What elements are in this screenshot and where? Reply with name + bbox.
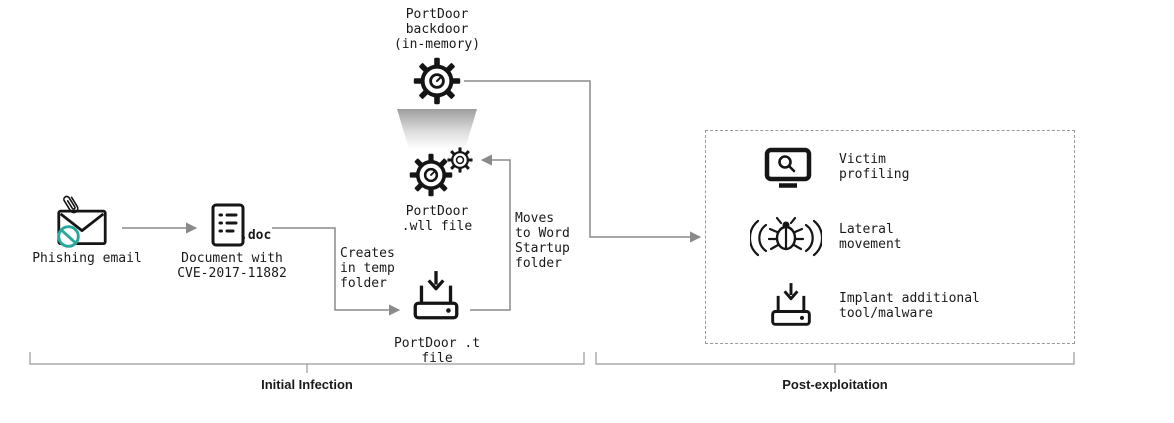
arrow-tfile-to-wll (470, 154, 511, 311)
blocked-icon (56, 224, 81, 249)
post-exploitation-brace (595, 352, 1075, 365)
creates-in-temp-folder-label: Creates in temp folder (340, 246, 395, 291)
arrow-document-to-tfile (272, 227, 401, 316)
initial-infection-stage-label: Initial Infection (261, 377, 353, 392)
phishing-email-label: Phishing email (32, 251, 142, 266)
memory-funnel-gradient (397, 109, 477, 149)
wll-gear-large-icon (409, 153, 453, 197)
initial-infection-brace (29, 352, 585, 365)
implant-drive-download-icon (769, 281, 813, 331)
wll-gear-small-icon (447, 147, 473, 173)
backdoor-gear-icon (413, 57, 461, 105)
document-label: Document with CVE-2017-11882 (177, 251, 287, 281)
lateral-movement-label: Lateral movement (839, 222, 902, 252)
monitor-search-icon (764, 147, 812, 189)
document-icon (210, 202, 246, 248)
post-exploitation-stage-label: Post-exploitation (782, 377, 888, 392)
wll-file-label: PortDoor .wll file (401, 204, 473, 234)
moves-to-word-startup-label: Moves to Word Startup folder (515, 211, 570, 271)
backdoor-label: PortDoor backdoor (in-memory) (393, 7, 481, 52)
doc-extension-badge: .doc (240, 228, 272, 243)
tfile-label: PortDoor .t file (393, 336, 481, 366)
victim-profiling-label: Victim profiling (839, 152, 910, 182)
arrow-backdoor-to-postbox (464, 80, 702, 243)
paperclip-icon (58, 190, 84, 219)
tfile-drive-download-icon (411, 269, 461, 325)
bug-signal-icon (750, 213, 822, 257)
implant-additional-label: Implant additional tool/malware (839, 291, 980, 321)
